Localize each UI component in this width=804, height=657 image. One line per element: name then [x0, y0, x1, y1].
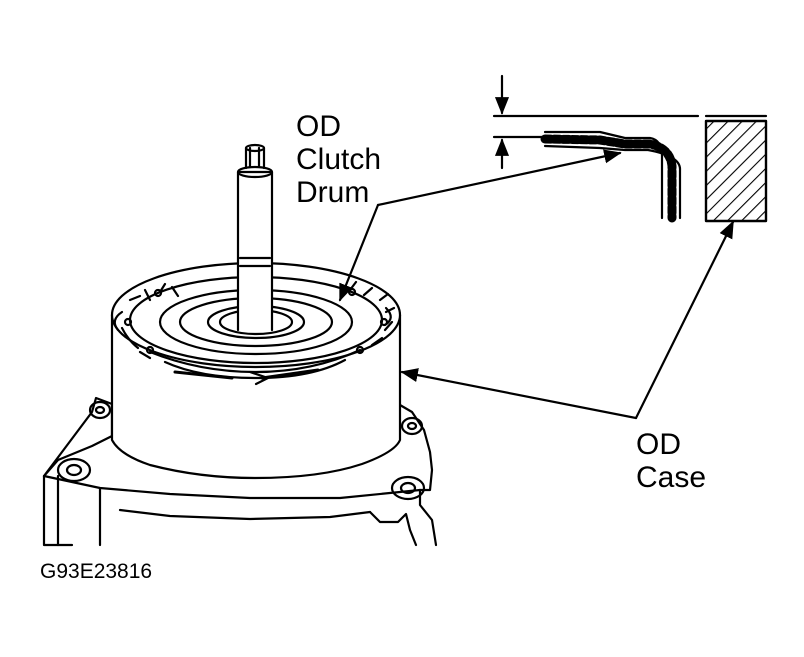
input-shaft [236, 143, 274, 332]
transmission-housing [42, 396, 438, 547]
clutch-drum-label: OD Clutch Drum [296, 110, 381, 209]
clutch-drum-label-line3: Drum [296, 176, 370, 209]
od-case-label-line1: OD [636, 428, 681, 461]
clutch-drum-label-line2: Clutch [296, 143, 382, 176]
leader-lines [338, 149, 735, 420]
cross-section-inset [492, 74, 768, 223]
od-case-label: OD Case [636, 428, 706, 494]
clutch-drum-label-line1: OD [296, 110, 341, 143]
figure-id: G93E23816 [40, 560, 153, 583]
od-case-label-line2: Case [636, 461, 707, 494]
